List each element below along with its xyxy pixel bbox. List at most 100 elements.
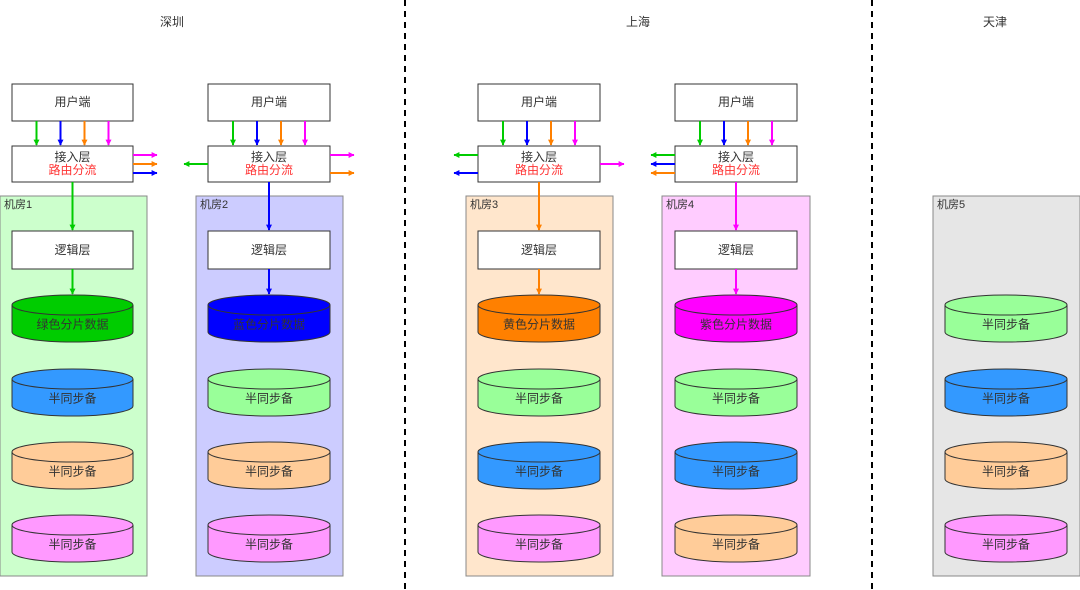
cylinder-body: [11, 294, 134, 343]
cylinder-body: [207, 441, 331, 490]
replica-db: 半同步备: [674, 368, 798, 417]
cylinder-body: [207, 368, 331, 417]
logic-layer-box: [11, 230, 134, 270]
routing-label: 路由分流: [515, 162, 563, 177]
client-box: [477, 83, 601, 122]
cylinder-body: [674, 294, 798, 343]
db-label: 半同步备: [245, 538, 293, 552]
replica-db: 半同步备: [944, 441, 1068, 490]
logic-layer-box: [477, 230, 601, 270]
cylinder-rim: [674, 378, 798, 390]
replica-db: 半同步备: [11, 441, 134, 490]
cylinder-body: [207, 514, 331, 563]
cylinder-rim: [674, 304, 798, 316]
cylinder-body: [11, 514, 134, 563]
cylinder-body: [674, 441, 798, 490]
db-label: 半同步备: [245, 392, 293, 406]
db-label: 半同步备: [245, 465, 293, 479]
cylinder-rim: [11, 304, 134, 316]
db-label: 半同步备: [982, 392, 1030, 406]
db-label: 半同步备: [515, 392, 563, 406]
client-box: [674, 83, 798, 122]
db-label: 蓝色分片数据: [233, 317, 305, 332]
db-label: 半同步备: [712, 538, 760, 552]
cylinder-rim: [944, 304, 1068, 316]
cylinder-rim: [674, 524, 798, 536]
access-layer-label: 接入层: [521, 149, 557, 164]
cylinder-body: [477, 441, 601, 490]
cylinder-rim: [207, 304, 331, 316]
server-room-label: 机房1: [4, 197, 32, 211]
access-layer-label: 接入层: [718, 149, 754, 164]
cylinder-body: [674, 368, 798, 417]
server-room-label: 机房5: [937, 197, 965, 211]
cylinder-rim: [11, 451, 134, 463]
cylinder-body: [944, 368, 1068, 417]
access-layer-label: 接入层: [251, 149, 287, 164]
cylinder-body: [11, 441, 134, 490]
cylinder-rim: [477, 524, 601, 536]
client-label: 用户端: [251, 94, 287, 109]
db-label: 半同步备: [48, 538, 96, 552]
routing-label: 路由分流: [712, 162, 760, 177]
cylinder-body: [11, 368, 134, 417]
client-box: [11, 83, 134, 122]
cylinder-rim: [207, 451, 331, 463]
primary-shard-db: 黄色分片数据: [477, 294, 601, 343]
cylinder-rim: [11, 524, 134, 536]
replica-db: 半同步备: [944, 368, 1068, 417]
client-label: 用户端: [521, 94, 557, 109]
routing-label: 路由分流: [48, 162, 96, 177]
cylinder-rim: [477, 304, 601, 316]
primary-shard-db: 紫色分片数据: [674, 294, 798, 343]
db-label: 半同步备: [712, 465, 760, 479]
logic-layer-label: 逻辑层: [718, 243, 754, 257]
region-title: 上海: [626, 14, 650, 29]
cylinder-body: [944, 441, 1068, 490]
cylinder-body: [944, 514, 1068, 563]
replica-db: 半同步备: [477, 441, 601, 490]
primary-shard-db: 绿色分片数据: [11, 294, 134, 343]
db-label: 半同步备: [982, 318, 1030, 332]
replica-db: 半同步备: [944, 514, 1068, 563]
routing-label: 路由分流: [245, 162, 293, 177]
cylinder-rim: [207, 524, 331, 536]
client-box: [207, 83, 331, 122]
cylinder-body: [944, 294, 1068, 343]
client-label: 用户端: [718, 94, 754, 109]
db-label: 绿色分片数据: [36, 317, 108, 332]
server-room-label: 机房4: [666, 197, 694, 211]
db-label: 半同步备: [712, 392, 760, 406]
cylinder-rim: [477, 378, 601, 390]
server-room-label: 机房3: [470, 197, 498, 211]
replica-db: 半同步备: [477, 368, 601, 417]
cylinder-rim: [207, 378, 331, 390]
server-room-label: 机房2: [200, 197, 228, 211]
server-rooms: 机房1用户端接入层路由分流逻辑层绿色分片数据半同步备半同步备半同步备机房2用户端…: [0, 83, 1080, 577]
logic-layer-box: [207, 230, 331, 270]
replica-db: 半同步备: [477, 514, 601, 563]
replica-db: 半同步备: [207, 368, 331, 417]
region-titles: 深圳上海天津: [160, 14, 1007, 29]
client-label: 用户端: [54, 94, 90, 109]
replica-db: 半同步备: [944, 294, 1068, 343]
cylinder-body: [207, 294, 331, 343]
replica-db: 半同步备: [11, 514, 134, 563]
db-label: 半同步备: [48, 392, 96, 406]
cylinder-body: [477, 514, 601, 563]
cylinder-rim: [11, 378, 134, 390]
logic-layer-label: 逻辑层: [251, 243, 287, 257]
access-layer-box: [477, 145, 601, 183]
region-title: 天津: [983, 15, 1007, 29]
replica-db: 半同步备: [674, 514, 798, 563]
cylinder-rim: [944, 524, 1068, 536]
cylinder-body: [477, 294, 601, 343]
primary-shard-db: 蓝色分片数据: [207, 294, 331, 343]
db-label: 黄色分片数据: [503, 317, 575, 332]
db-label: 半同步备: [982, 538, 1030, 552]
